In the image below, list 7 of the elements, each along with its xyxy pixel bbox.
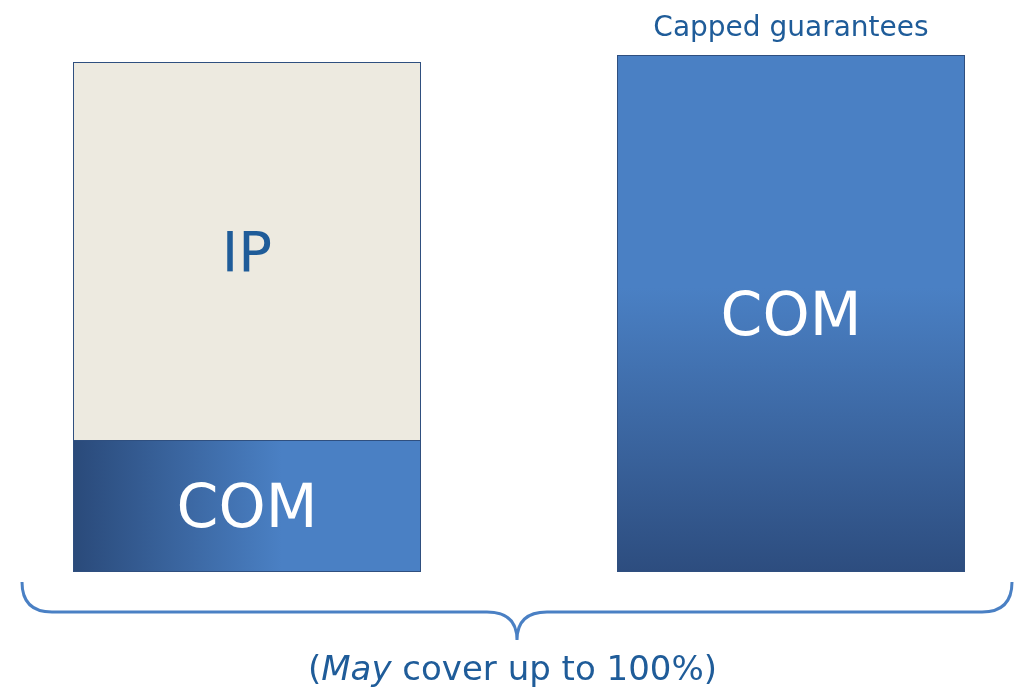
box-label: COM	[720, 278, 862, 349]
box-label: COM	[176, 471, 318, 541]
note: (May cover up to 100%)	[306, 648, 718, 688]
box-label: IP	[221, 219, 273, 284]
com-box	[73, 440, 421, 572]
box-heading: Capped guarantees	[652, 10, 930, 43]
ip-box	[73, 62, 421, 441]
